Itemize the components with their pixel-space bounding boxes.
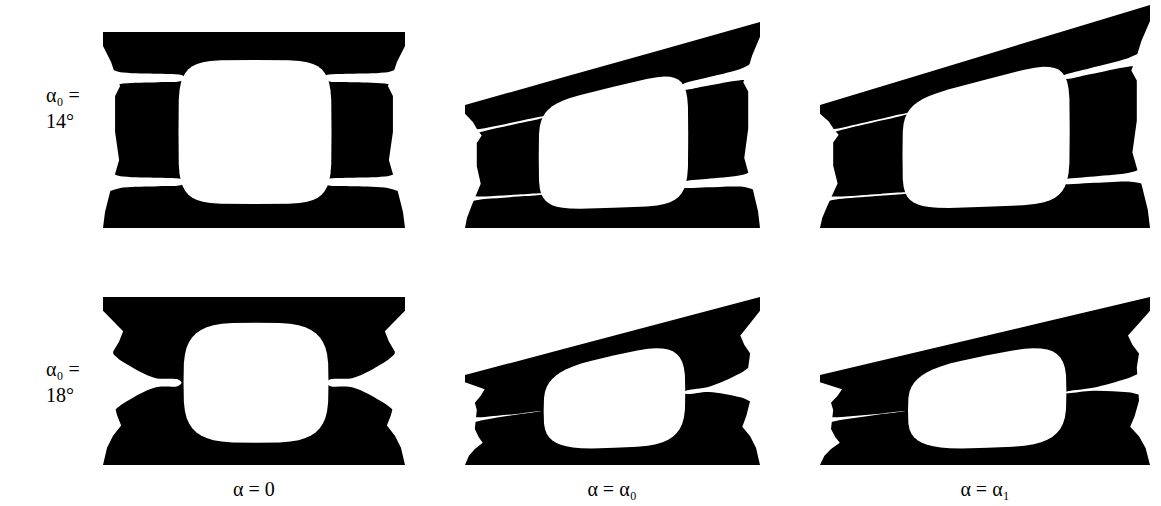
void-slit [1064,368,1157,396]
void-slit [815,113,910,137]
column-label: α = α₁ [905,476,1065,502]
void-slit [460,193,545,202]
void-slit [322,171,411,193]
void-hole [179,60,332,204]
void-slit [96,171,185,193]
void-slit [460,411,541,424]
row-label: α₀ = 18° [46,356,102,408]
void-hole [544,348,686,448]
material-region [820,5,1150,228]
void-slit [683,359,768,406]
void-slit [322,67,411,89]
material-region [465,297,760,465]
void-slit [1060,48,1157,79]
column-label: α = 0 [174,476,334,502]
void-hole [539,77,688,209]
void-slit [679,59,766,90]
design-panel [96,32,411,228]
void-hole [903,67,1070,208]
void-slit [815,192,910,202]
void-slit [326,345,414,421]
design-panel [460,297,768,465]
void-slit [96,67,185,89]
design-panel [93,297,415,465]
row-label: α₀ = 14° [46,82,102,134]
void-hole [184,323,329,443]
void-slit [460,116,545,137]
void-slit [93,345,181,421]
void-hole [908,348,1066,448]
material-region [103,32,405,228]
column-label: α = α₀ [532,476,692,502]
design-panel [815,297,1158,465]
panel-group [93,5,1158,465]
design-panel [460,22,766,228]
design-panel [815,5,1157,228]
void-slit [815,411,906,424]
material-region [820,297,1150,465]
void-slit [679,168,766,191]
void-slit [1060,167,1157,185]
